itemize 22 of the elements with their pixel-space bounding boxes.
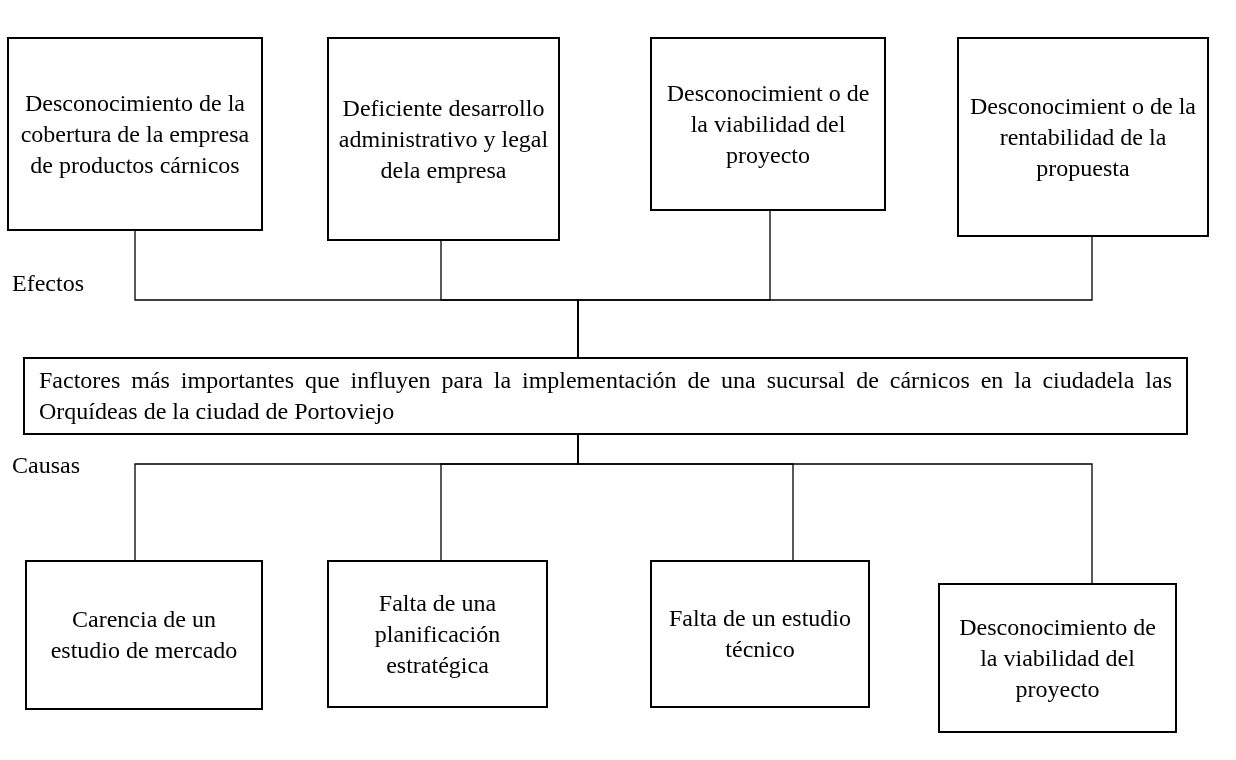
text-box [7, 37, 263, 231]
box-text: Desconocimiento de la viabilidad del proyecto [958, 612, 1157, 704]
connector-line [577, 434, 1093, 584]
text-box [650, 37, 886, 211]
box-text: Falta de una planificación estratégica [373, 588, 502, 680]
box-text: Desconocimient o de la viabilidad del proyecto [665, 78, 871, 170]
box-text: Factores más importantes que influyen para la implementación de una sucursal de cárnicos en la ciudadela las Orquídeas de la ciudad de Portoviejo [39, 366, 1172, 426]
box-text: Desconocimient o de la rentabilidad de la propuesta [969, 91, 1197, 183]
problem-box [23, 357, 1188, 435]
text-box [957, 37, 1209, 237]
text-box [327, 560, 548, 708]
text-box [650, 560, 870, 708]
text-box [938, 583, 1177, 733]
box-text: Falta de un estudio técnico [668, 604, 852, 664]
box-text: Carencia de un estudio de mercado [49, 605, 239, 665]
section-label: Causas [12, 452, 80, 479]
box-text: Deficiente desarrollo administrativo y legal dela empresa [337, 93, 550, 185]
section-label: Efectos [12, 270, 84, 297]
text-box [25, 560, 263, 710]
text-box [327, 37, 560, 241]
connector-line [577, 236, 1093, 358]
box-text: Desconocimiento de la cobertura de la empresa de productos cárnicos [19, 88, 251, 180]
